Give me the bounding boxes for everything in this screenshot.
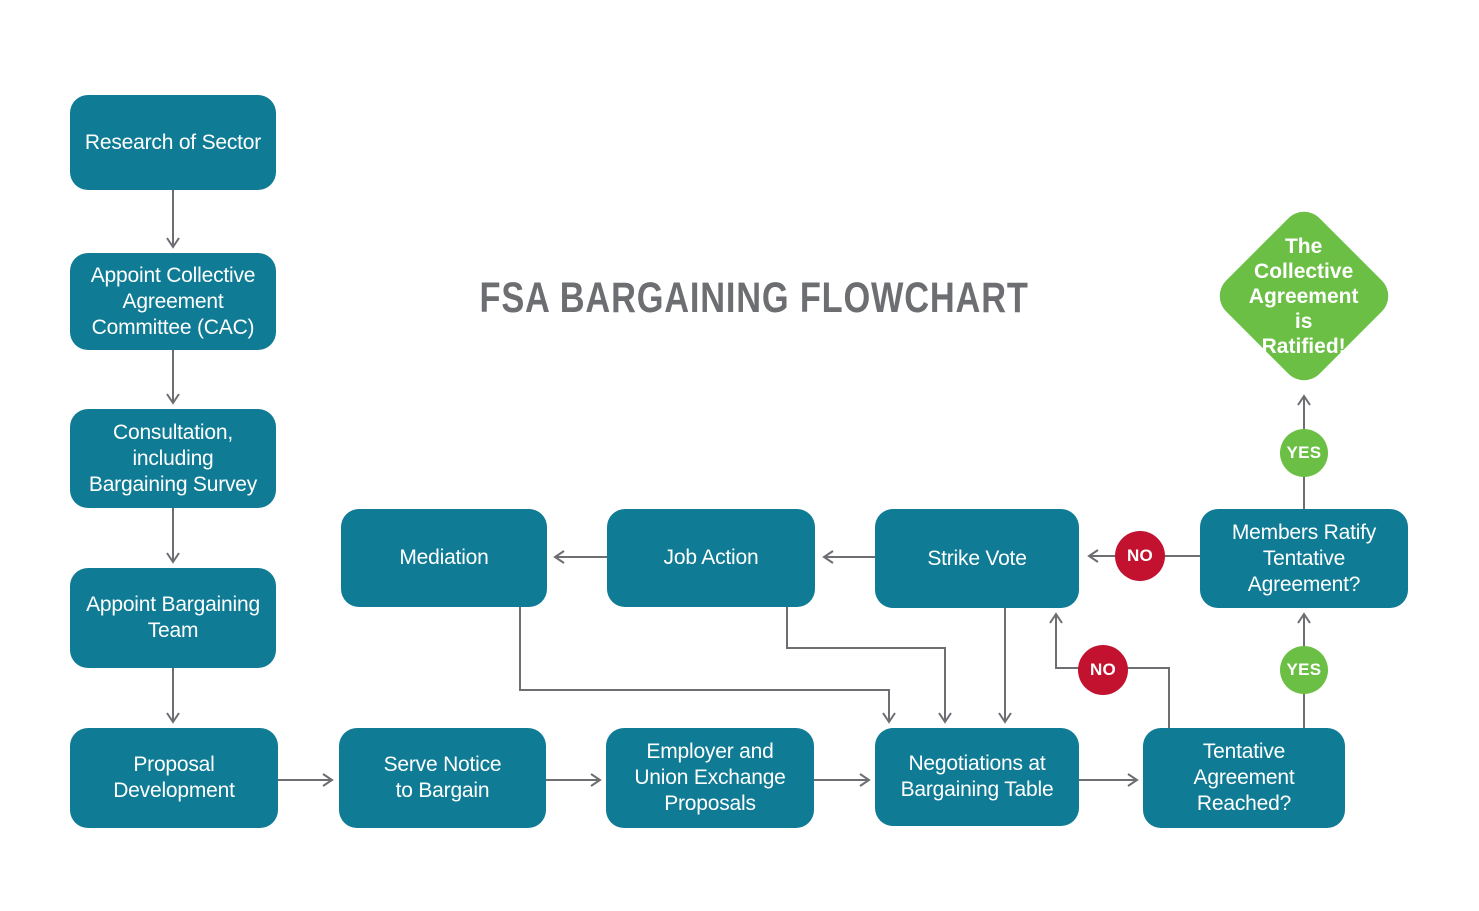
no-badge-tentative: NO xyxy=(1078,645,1128,695)
node-tentative-agreement: Tentative Agreement Reached? xyxy=(1143,728,1345,828)
no-badge-members-ratify: NO xyxy=(1115,531,1165,581)
node-label: Appoint Collective Agreement Committee (… xyxy=(90,263,256,339)
badge-label: YES xyxy=(1286,660,1322,679)
badge-label: YES xyxy=(1286,443,1322,462)
node-serve-notice: Serve Notice to Bargain xyxy=(339,728,546,828)
node-label: Appoint Bargaining Team xyxy=(86,593,260,642)
node-job-action: Job Action xyxy=(607,509,815,607)
node-members-ratify: Members Ratify Tentative Agreement? xyxy=(1200,509,1408,608)
node-research-of-sector: Research of Sector xyxy=(70,95,276,190)
node-label: Tentative Agreement Reached? xyxy=(1193,740,1295,815)
badge-label: NO xyxy=(1089,660,1117,679)
badge-label: NO xyxy=(1126,546,1154,565)
node-label: Job Action xyxy=(663,546,759,569)
node-mediation: Mediation xyxy=(341,509,547,607)
node-label: Mediation xyxy=(399,546,489,569)
yes-badge-to-ratified: YES xyxy=(1280,429,1328,477)
node-label: Negotiations at Bargaining Table xyxy=(900,752,1054,801)
node-consultation: Consultation, including Bargaining Surve… xyxy=(70,409,276,508)
node-label: Employer and Union Exchange Proposals xyxy=(634,740,786,815)
node-strike-vote: Strike Vote xyxy=(875,509,1079,608)
node-appoint-bargaining-team: Appoint Bargaining Team xyxy=(70,568,276,668)
node-negotiations: Negotiations at Bargaining Table xyxy=(875,728,1079,826)
node-label: Consultation, including Bargaining Surve… xyxy=(88,420,258,496)
node-proposal-development: Proposal Development xyxy=(70,728,278,828)
node-appoint-cac: Appoint Collective Agreement Committee (… xyxy=(70,253,276,350)
node-label: The Collective Agreement is Ratified! xyxy=(1249,234,1359,358)
node-agreement-ratified-diamond: The Collective Agreement is Ratified! xyxy=(1210,202,1398,390)
node-label: Research of Sector xyxy=(84,130,262,154)
node-exchange-proposals: Employer and Union Exchange Proposals xyxy=(606,728,814,828)
node-label: Serve Notice to Bargain xyxy=(383,753,502,802)
node-label: Members Ratify Tentative Agreement? xyxy=(1231,520,1377,596)
yes-badge-to-members: YES xyxy=(1280,646,1328,694)
page-title: FSA BARGAINING FLOWCHART xyxy=(479,274,1029,322)
node-label: Proposal Development xyxy=(113,753,235,802)
node-label: Strike Vote xyxy=(927,546,1027,570)
